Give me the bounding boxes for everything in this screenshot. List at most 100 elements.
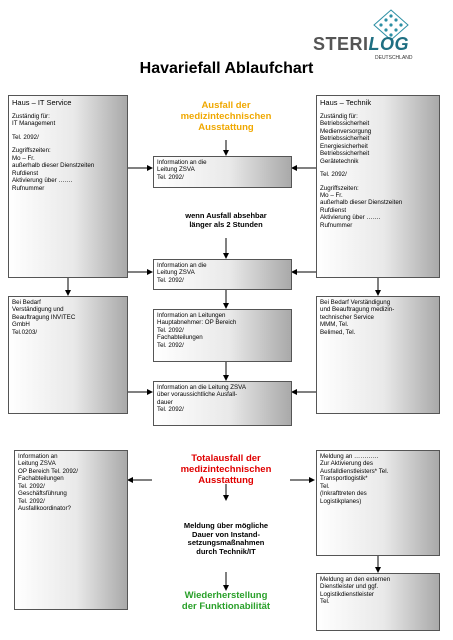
it-service-heading: Haus – IT Service	[12, 98, 72, 107]
text-line: Beauftragung INVITEC	[12, 313, 76, 321]
meldung-ausfalldienst-box: Meldung an ………… Zur Aktivierung des Ausf…	[316, 450, 440, 556]
text-line: Tel. 2092/	[157, 173, 184, 181]
text-line: Verständigung und	[12, 306, 64, 314]
heading-line: Ausstattung	[198, 474, 254, 486]
haus-technik-box: Haus – Technik Zuständig für: Betriebssi…	[316, 95, 440, 278]
text-line: Meldung an den externen	[320, 576, 391, 583]
text-line: und Beauftragung medizin-	[320, 306, 395, 314]
text-line: Tel. 2092/	[12, 133, 39, 141]
text-line: Zugriffszeiten:	[320, 184, 359, 192]
heading-line: medizintechnischen	[180, 463, 272, 475]
heading-ausfall: Ausfall der medizintechnischen Ausstattu…	[140, 100, 312, 134]
text-line: Betriebssicherheit	[320, 150, 370, 158]
text-line: Zugriffszeiten:	[12, 147, 51, 155]
logo-text: STERILOG	[313, 34, 409, 55]
text-line: Betriebssicherheit	[320, 120, 370, 128]
haus-technik-details: Zuständig für: Betriebssicherheit Medien…	[320, 113, 436, 229]
logo-brand-b: LOG	[368, 34, 410, 54]
invitec-box: Bei Bedarf Verständigung und Beauftragun…	[8, 296, 128, 414]
text-line: technischer Service	[320, 313, 374, 321]
text-line: Tel. 2092/	[18, 497, 45, 505]
text-line: Bei Bedarf	[12, 299, 41, 306]
text-line: MMM, Tel.	[320, 321, 349, 329]
text-line: Belimed, Tel.	[320, 328, 356, 336]
text-line: außerhalb dieser Dienstzeiten	[320, 199, 403, 207]
text-line: über voraussichtliche Ausfall-	[157, 391, 238, 399]
info-zsva-box-2: Information an die Leitung ZSVA Tel. 209…	[153, 259, 292, 290]
heading-line: Totalausfall der	[191, 453, 261, 464]
text-line: Medienversorgung	[320, 127, 372, 135]
text-line: Energiesicherheit	[320, 142, 368, 150]
heading-totalausfall: Totalausfall der medizintechnischen Auss…	[140, 453, 312, 487]
page-title: Havariefall Ablaufchart	[139, 60, 314, 77]
text-line: GmbH	[12, 321, 30, 329]
text-line: Tel. 2092/	[157, 406, 184, 414]
note-instandsetzung: Meldung über mögliche Dauer von Instand-…	[140, 521, 312, 557]
text-line: Mo – Fr.	[320, 191, 343, 199]
text-line: Information an die	[157, 262, 207, 269]
text-line: Leitung ZSVA	[157, 269, 195, 277]
text-line: Geschäftsführung	[18, 490, 67, 498]
text-line: Meldung an …………	[320, 453, 379, 460]
logo-subtitle: DEUTSCHLAND	[375, 55, 413, 61]
text-line: IT Management	[12, 120, 56, 128]
logo-diamond-icon	[373, 9, 409, 41]
text-line: (Inkrafttreten des	[320, 490, 367, 498]
text-line: Ausfalldienstleisters* Tel.	[320, 467, 389, 475]
text-line: Aktivierung über …….	[12, 177, 73, 185]
heading-line: Ausfall der	[201, 100, 251, 111]
it-service-box: Haus – IT Service Zuständig für: IT Mana…	[8, 95, 128, 278]
text-line: Tel. 2092/	[18, 482, 45, 490]
text-line: Logistikplanes)	[320, 497, 362, 505]
info-ausfalldauer-box: Information an die Leitung ZSVA über vor…	[153, 381, 292, 426]
haus-technik-heading: Haus – Technik	[320, 98, 372, 107]
text-line: Tel.0203/	[12, 328, 38, 336]
info-leitung-bottom-box: Information an Leitung ZSVA OP Bereich T…	[14, 450, 128, 610]
text-line: Rufnummer	[320, 221, 353, 229]
text-line: Tel. 2092/	[157, 276, 184, 284]
text-line: dauer	[157, 398, 173, 406]
text-line: Dienstleister und ggf.	[320, 583, 379, 591]
text-line: Rufdienst	[12, 169, 39, 177]
text-line: Hauptabnehmer: OP Bereich	[157, 319, 237, 327]
text-line: Leitung ZSVA	[18, 460, 56, 468]
info-leitungen-box: Information an Leitungen Hauptabnehmer: …	[153, 309, 292, 362]
text-line: Fachabteilungen	[18, 475, 64, 483]
logo-brand-a: STERI	[313, 34, 369, 54]
note-line: wenn Ausfall absehbar	[185, 211, 267, 220]
text-line: Rufnummer	[12, 184, 45, 192]
text-line: Tel. 2092/	[157, 341, 184, 349]
it-service-details: Zuständig für: IT Management Tel. 2092/ …	[12, 113, 124, 192]
text-line: Mo – Fr.	[12, 154, 35, 162]
heading-wiederherstellung: Wiederherstellung der Funktionabilität	[140, 590, 312, 613]
logo: STERILOG DEUTSCHLAND	[305, 8, 445, 68]
note-line: länger als 2 Stunden	[189, 219, 263, 229]
heading-line: Ausstattung	[198, 121, 254, 133]
text-line: Logistikdienstleister	[320, 590, 374, 598]
text-line: Zuständig für:	[12, 113, 50, 120]
text-line: Aktivierung über …….	[320, 214, 381, 222]
med-service-box: Bei Bedarf Verständigung und Beauftragun…	[316, 296, 440, 414]
text-line: Information an die Leitung ZSVA	[157, 384, 246, 391]
text-line: Leitung ZSVA	[157, 166, 195, 174]
text-line: Transportlogistik*	[320, 475, 368, 483]
text-line: Zuständig für:	[320, 113, 358, 120]
text-line: Zur Aktivierung des	[320, 460, 373, 468]
text-line: OP Bereich Tel. 2092/	[18, 467, 78, 475]
text-line: Ausfallkoordinator?	[18, 505, 71, 513]
heading-line: der Funktionabilität	[181, 600, 271, 612]
text-line: Gerätetechnik	[320, 157, 359, 165]
text-line: Information an die	[157, 159, 207, 166]
heading-line: Wiederherstellung	[184, 590, 268, 601]
note-line: durch Technik/IT	[196, 546, 256, 556]
text-line: außerhalb dieser Dienstzeiten	[12, 162, 95, 170]
text-line: Information an Leitungen	[157, 312, 226, 319]
note-line: Dauer von Instand-	[192, 529, 260, 539]
note-line: Meldung über mögliche	[183, 521, 269, 530]
note-ausfall-2h: wenn Ausfall absehbar länger als 2 Stund…	[140, 211, 312, 229]
text-line: Tel. 2092/	[157, 326, 184, 334]
text-line: Rufdienst	[320, 206, 347, 214]
info-zsva-box-1: Information an die Leitung ZSVA Tel. 209…	[153, 156, 292, 188]
note-line: setzungsmaßnahmen	[187, 538, 265, 548]
